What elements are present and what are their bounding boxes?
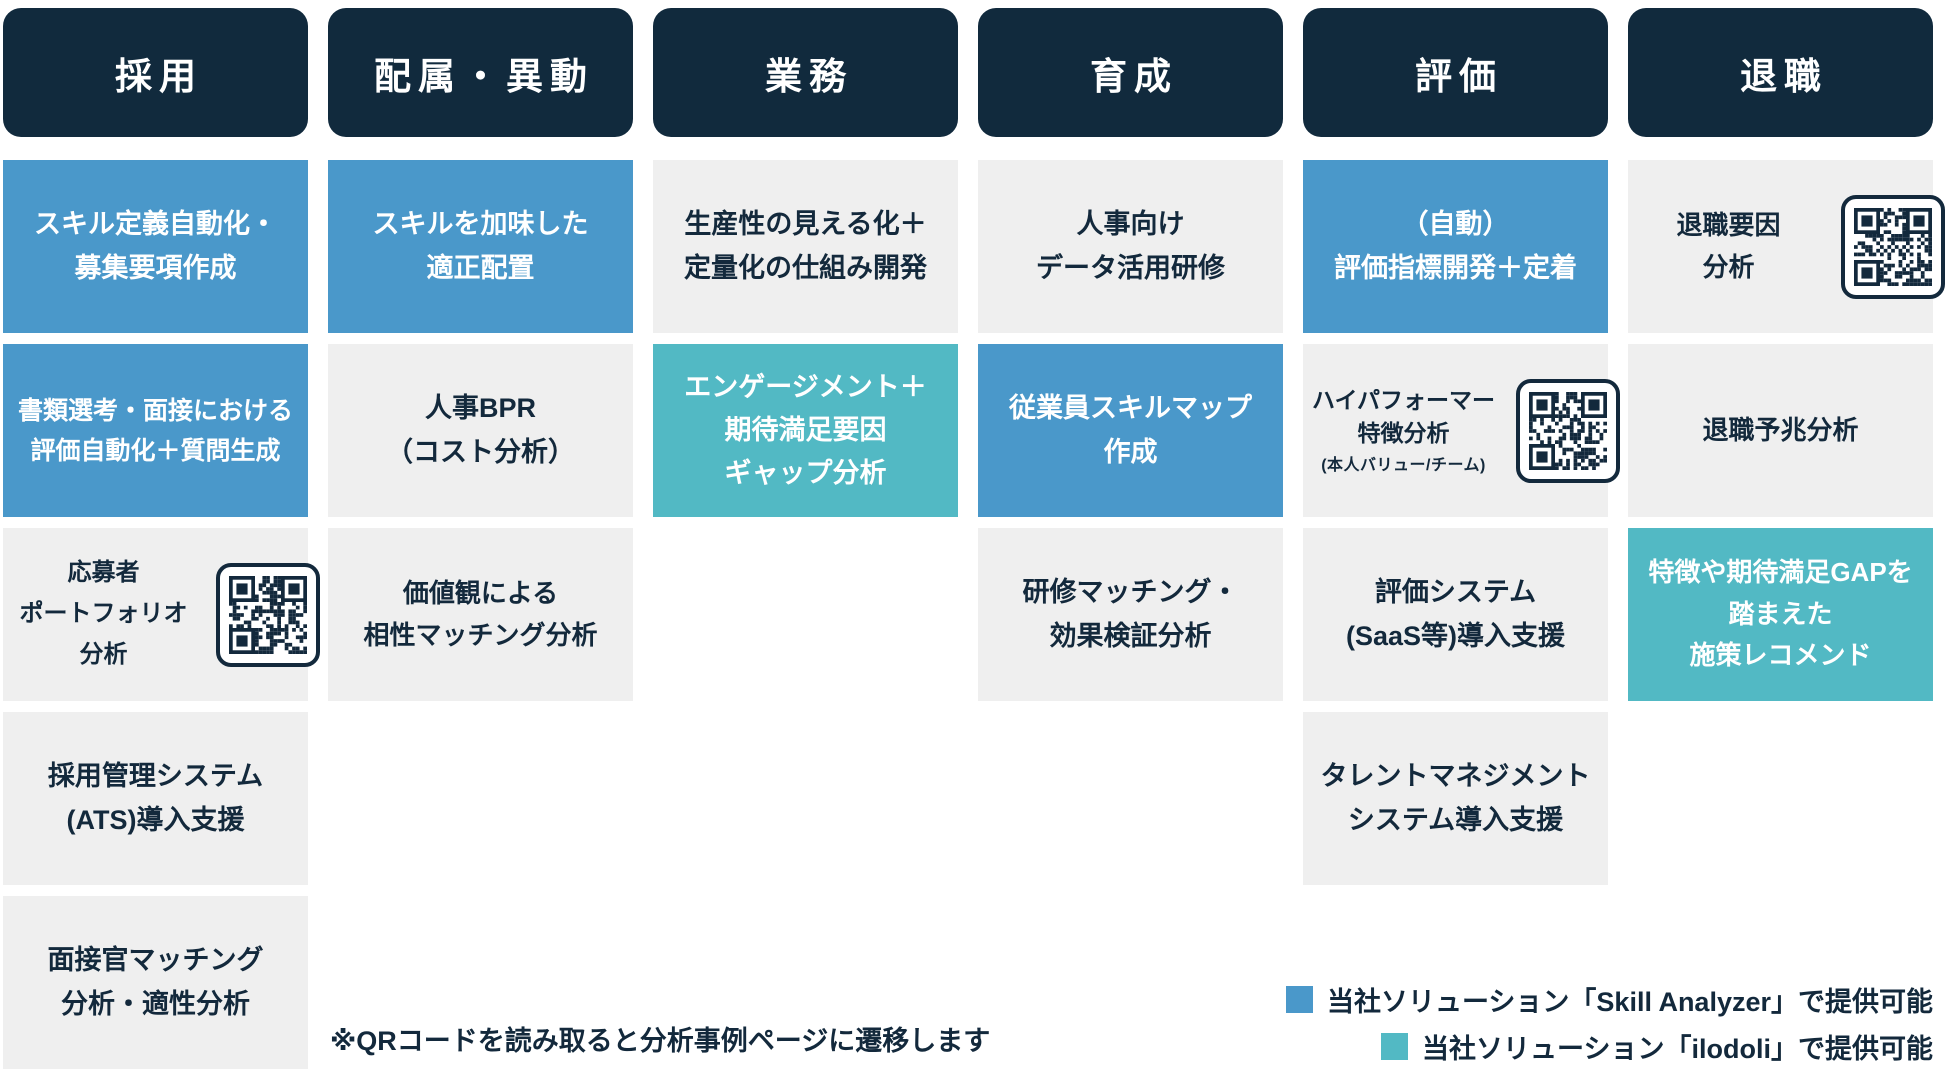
skill-analyzer-color-swatch	[1285, 986, 1313, 1013]
cell-skill-based-placement: スキルを加味した 適正配置	[328, 160, 633, 333]
cell-label: 退職要因 分析	[1676, 209, 1781, 282]
column-header-recruitment: 採用	[3, 8, 308, 137]
cell-ats-implementation-support: 採用管理システム (ATS)導入支援	[3, 712, 308, 885]
cell-talent-management-system-support: タレントマネジメント システム導入支援	[1303, 712, 1608, 885]
column-evaluation: 評価 （自動） 評価指標開発＋定着 ハイパフォーマー 特徴分析 (本人バリュー/…	[1303, 8, 1620, 896]
column-retirement: 退職 退職要因 分析 退職予兆分析 特徴や期待満足GAPを 踏まえた 施策レコメ…	[1628, 8, 1945, 712]
legend-label-ilodoli: 当社ソリューション「ilodoli」で提供可能	[1422, 1034, 1933, 1064]
cell-values-compatibility-matching: 価値観による 相性マッチング分析	[328, 528, 633, 701]
cell-turnover-factor-analysis: 退職要因 分析	[1628, 160, 1945, 333]
column-recruitment: 採用 スキル定義自動化・ 募集要項作成 書類選考・面接における 評価自動化＋質問…	[3, 8, 320, 1080]
column-header-retirement: 退職	[1628, 8, 1933, 137]
cell-employee-skill-map: 従業員スキルマップ 作成	[978, 344, 1283, 517]
column-assignment-transfer: 配属・異動 スキルを加味した 適正配置 人事BPR （コスト分析） 価値観による…	[328, 8, 633, 712]
cell-hr-bpr-cost-analysis: 人事BPR （コスト分析）	[328, 344, 633, 517]
column-development: 育成 人事向け データ活用研修 従業員スキルマップ 作成 研修マッチング・ 効果…	[978, 8, 1283, 712]
cell-hr-data-training: 人事向け データ活用研修	[978, 160, 1283, 333]
legend-row-skill-analyzer: 当社ソリューション「Skill Analyzer」で提供可能	[1285, 980, 1933, 1019]
cell-interviewer-matching-analysis: 面接官マッチング 分析・適性分析	[3, 896, 308, 1069]
qr-code-icon	[1516, 378, 1620, 483]
column-header-assignment-transfer: 配属・異動	[328, 8, 633, 137]
cell-label-sub: (本人バリュー/チーム)	[1321, 457, 1486, 475]
cell-auto-evaluation-metrics: （自動） 評価指標開発＋定着	[1303, 160, 1608, 333]
column-header-operations: 業務	[653, 8, 958, 137]
cell-gap-based-recommendation: 特徴や期待満足GAPを 踏まえた 施策レコメンド	[1628, 528, 1933, 701]
cell-high-performer-analysis: ハイパフォーマー 特徴分析 (本人バリュー/チーム)	[1303, 344, 1620, 517]
ilodoli-color-swatch	[1381, 1033, 1409, 1060]
cell-evaluation-system-saas-support: 評価システム (SaaS等)導入支援	[1303, 528, 1608, 701]
cell-training-matching-validation: 研修マッチング・ 効果検証分析	[978, 528, 1283, 701]
legend: 当社ソリューション「Skill Analyzer」で提供可能 当社ソリューション…	[1285, 980, 1933, 1066]
cell-engagement-gap-analysis: エンゲージメント＋ 期待満足要因 ギャップ分析	[653, 344, 958, 517]
cell-applicant-portfolio-analysis: 応募者 ポートフォリオ 分析	[3, 528, 320, 701]
qr-code-icon	[216, 562, 320, 667]
qr-code-icon	[1841, 194, 1945, 299]
cell-label-main: ハイパフォーマー 特徴分析	[1311, 386, 1496, 446]
column-header-development: 育成	[978, 8, 1283, 137]
qr-footnote: ※QRコードを読み取ると分析事例ページに遷移します	[330, 1026, 991, 1056]
cell-label: 応募者 ポートフォリオ 分析	[19, 559, 188, 668]
legend-label-skill-analyzer: 当社ソリューション「Skill Analyzer」で提供可能	[1326, 987, 1933, 1017]
legend-row-ilodoli: 当社ソリューション「ilodoli」で提供可能	[1381, 1027, 1933, 1066]
column-operations: 業務 生産性の見える化＋ 定量化の仕組み開発 エンゲージメント＋ 期待満足要因 …	[653, 8, 958, 528]
column-header-evaluation: 評価	[1303, 8, 1608, 137]
cell-turnover-prediction-analysis: 退職予兆分析	[1628, 344, 1933, 517]
cell-label: ハイパフォーマー 特徴分析 (本人バリュー/チーム)	[1312, 384, 1495, 478]
cell-productivity-visualization: 生産性の見える化＋ 定量化の仕組み開発	[653, 160, 958, 333]
cell-skill-definition-automation: スキル定義自動化・ 募集要項作成	[3, 160, 308, 333]
cell-screening-interview-automation: 書類選考・面接における 評価自動化＋質問生成	[3, 344, 308, 517]
